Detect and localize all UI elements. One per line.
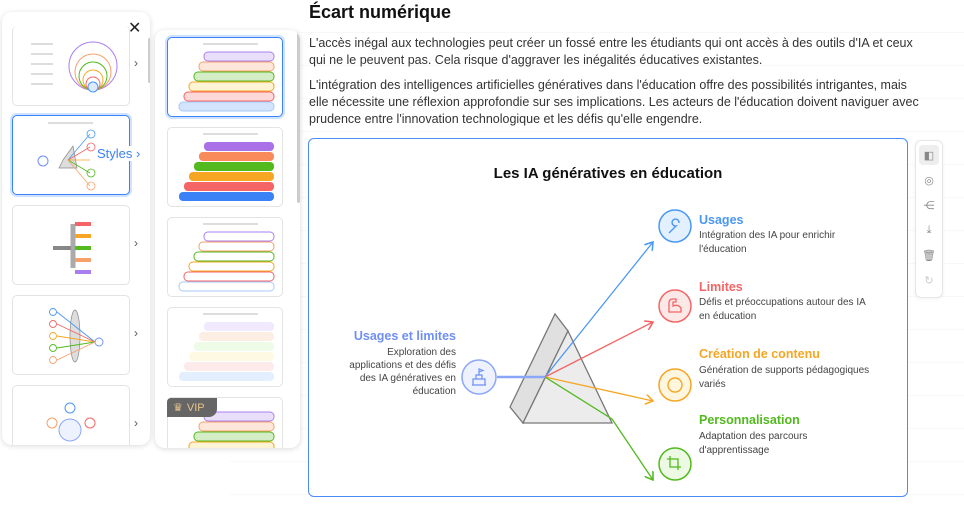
download-icon[interactable]: ⤓ [926,223,932,236]
paragraph: L'accès inégal aux technologies peut cré… [309,35,913,69]
arrow-limites [544,322,653,378]
template-card-hub[interactable] [12,385,130,445]
branch-title: Personnalisation [699,413,800,427]
palette-icon[interactable]: ◎ [924,174,934,187]
redo-icon[interactable]: ↻ [924,274,934,287]
trash-icon[interactable]: 🗑 [922,249,936,262]
branch-desc: variés [699,379,726,390]
flexed-arm-icon [668,298,682,313]
arrow-personnalisation [544,376,653,480]
scrollbar[interactable] [297,33,300,203]
branch-desc: Adaptation des parcours [699,431,807,442]
text-line: elle nécessite une réflexion approfondie… [309,95,919,109]
branch-personnalisation[interactable]: Personnalisation Adaptation des parcours… [658,413,807,481]
chevron-right-icon[interactable]: › [134,416,138,430]
crop-icon [667,456,681,470]
style-card-outline[interactable] [167,37,283,117]
template-card-circles[interactable] [12,26,130,106]
wrench-icon [668,218,680,234]
source-desc: Exploration des [387,347,456,358]
style-card-filled[interactable] [167,127,283,207]
circle-icon [667,377,683,393]
styles-link[interactable]: Styles › [97,146,141,161]
branch-title: Création de contenu [699,347,820,361]
branch-title: Limites [699,280,743,294]
style-card-line[interactable] [167,217,283,297]
vip-badge: ♛VIP [167,398,217,417]
style-variants-panel: ♛VIP [155,30,300,448]
section-heading: Écart numérique [309,2,452,22]
style-card-pastel[interactable] [167,307,283,387]
branch-desc: d'apprentissage [699,445,770,456]
branch-limites[interactable]: Limites Défis et préoccupations autour d… [658,280,866,323]
branch-desc: Génération de supports pédagogiques [699,365,869,376]
diagram-toolbar: ◧ ◎ ⋲ ⤓ 🗑 ↻ [915,140,943,298]
swap-style-icon[interactable]: ◧ [919,145,939,165]
diagram-canvas[interactable]: Les IA génératives en éducation Usages e… [308,138,908,497]
vip-label: VIP [186,401,205,414]
text-line: qui ne le peuvent pas. Cela risque d'agg… [309,53,763,67]
branch-desc: en éducation [699,311,756,322]
chevron-right-icon[interactable]: › [134,56,138,70]
chevron-right-icon[interactable]: › [134,326,138,340]
branch-desc: Intégration des IA pour enrichir [699,230,836,241]
branch-desc: l'éducation [699,244,747,255]
diagram-title: Les IA génératives en éducation [494,165,723,182]
text-line: prudence entre l'innovation technologiqu… [309,112,703,126]
source-desc: des IA génératives en [360,373,456,384]
style-card-vip[interactable] [167,397,283,448]
branch-usages[interactable]: Usages Intégration des IA pour enrichir … [658,209,836,255]
crown-icon: ♛ [173,402,183,414]
text-line: L'accès inégal aux technologies peut cré… [309,36,913,50]
source-node[interactable]: Usages et limites Exploration des applic… [349,329,497,397]
template-card-pipe[interactable] [12,205,130,285]
tree-icon[interactable]: ⋲ [923,199,935,212]
branch-creation-de-contenu[interactable]: Création de contenu Génération de suppor… [658,347,869,402]
chevron-right-icon[interactable]: › [134,236,138,250]
styles-label: Styles [97,146,133,161]
close-icon[interactable]: ✕ [128,20,142,37]
paragraph: L'intégration des intelligences artifici… [309,77,919,128]
source-title: Usages et limites [354,329,456,343]
source-desc: applications et des défis [349,360,456,371]
school-icon [472,368,486,386]
arrow-usages [544,242,653,378]
text-line: L'intégration des intelligences artifici… [309,78,907,92]
branch-title: Usages [699,213,744,227]
scrollbar[interactable] [148,38,150,83]
template-list-panel: ✕ › Styles › › › › [2,12,150,445]
arrow-creation [544,376,653,401]
template-card-lens[interactable] [12,295,130,375]
branch-desc: Défis et préoccupations autour des IA [699,297,866,308]
source-desc: éducation [413,386,456,397]
